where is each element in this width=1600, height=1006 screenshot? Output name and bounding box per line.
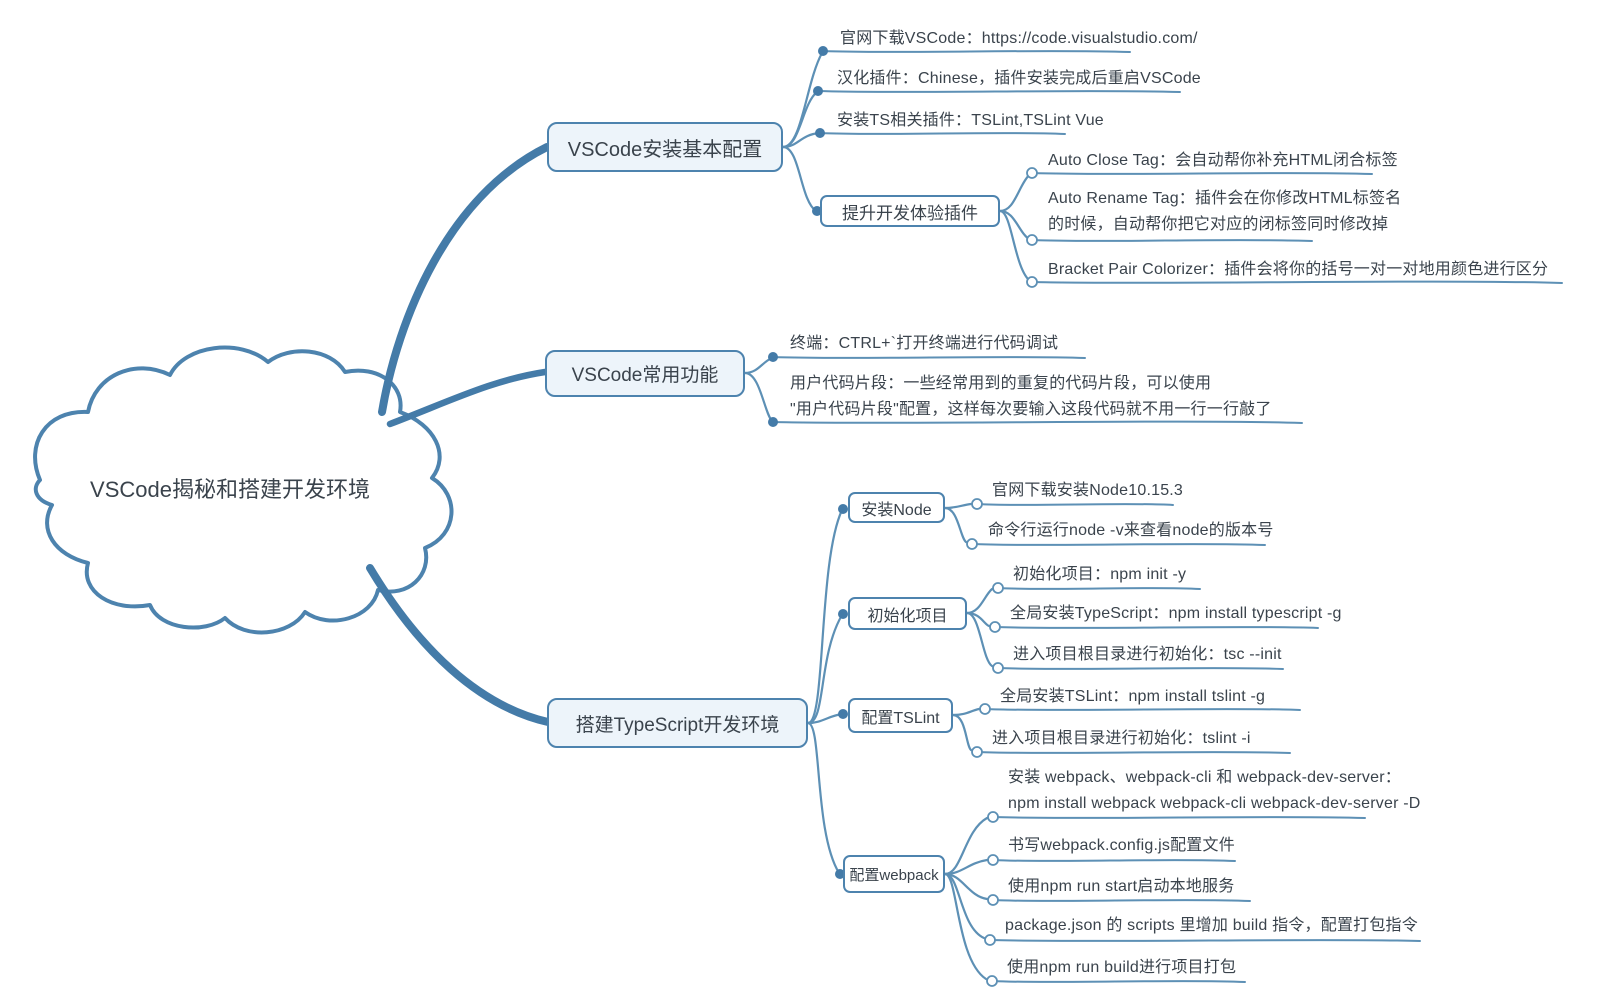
node-init-project[interactable]: 初始化项目 <box>848 597 967 630</box>
topic-ts-plugins[interactable]: 安装TS相关插件：TSLint,TSLint Vue <box>837 112 1104 129</box>
topic-npm-init[interactable]: 初始化项目：npm init -y <box>1013 566 1187 583</box>
topic-download-node[interactable]: 官网下载安装Node10.15.3 <box>992 482 1184 499</box>
node-dev-experience-plugins[interactable]: 提升开发体验插件 <box>820 195 1000 227</box>
topic-node-version[interactable]: 命令行运行node -v来查看node的版本号 <box>988 522 1274 539</box>
leaf-underlines <box>772 50 1563 983</box>
node-install-node[interactable]: 安装Node <box>848 492 945 523</box>
node-dots <box>768 46 848 879</box>
topic-tslint-init[interactable]: 进入项目根目录进行初始化：tslint -i <box>992 730 1251 747</box>
topic-bracket-pair-colorizer[interactable]: Bracket Pair Colorizer：插件会将你的括号一对一对地用颜色进… <box>1048 261 1549 278</box>
topic-npm-run-build[interactable]: 使用npm run build进行项目打包 <box>1007 959 1237 976</box>
topic-build-script[interactable]: package.json 的 scripts 里增加 build 指令，配置打包… <box>1005 917 1418 934</box>
topic-auto-rename-tag[interactable]: Auto Rename Tag：插件会在你修改HTML标签名 的时候，自动帮你把… <box>1048 190 1402 233</box>
node-label: 配置TSLint <box>861 709 940 727</box>
root-cloud <box>33 345 454 635</box>
node-vscode-install-config[interactable]: VSCode安装基本配置 <box>547 122 783 172</box>
node-config-tslint[interactable]: 配置TSLint <box>848 698 953 733</box>
node-label: VSCode常用功能 <box>571 365 719 386</box>
node-label: 安装Node <box>861 501 932 519</box>
topic-user-snippets[interactable]: 用户代码片段：一些经常用到的重复的代码片段，可以使用 "用户代码片段"配置，这样… <box>790 375 1272 418</box>
node-label: 搭建TypeScript开发环境 <box>575 714 780 736</box>
leaf-circles <box>966 167 1038 987</box>
node-vscode-common-features[interactable]: VSCode常用功能 <box>545 350 745 397</box>
node-label: 提升开发体验插件 <box>842 203 978 223</box>
topic-chinese-plugin[interactable]: 汉化插件：Chinese，插件安装完成后重启VSCode <box>837 70 1201 87</box>
node-label: VSCode安装基本配置 <box>567 138 763 161</box>
topic-npm-run-start[interactable]: 使用npm run start启动本地服务 <box>1008 878 1235 895</box>
node-label: 配置webpack <box>849 866 939 884</box>
node-typescript-env[interactable]: 搭建TypeScript开发环境 <box>547 698 808 748</box>
topic-terminal[interactable]: 终端：CTRL+`打开终端进行代码调试 <box>790 335 1059 352</box>
node-config-webpack[interactable]: 配置webpack <box>843 855 945 893</box>
branch-curves <box>366 143 552 726</box>
topic-install-typescript[interactable]: 全局安装TypeScript：npm install typescript -g <box>1010 605 1342 622</box>
topic-webpack-config[interactable]: 书写webpack.config.js配置文件 <box>1008 837 1235 854</box>
topic-install-tslint[interactable]: 全局安装TSLint：npm install tslint -g <box>1000 688 1266 705</box>
root-topic[interactable]: VSCode揭秘和搭建开发环境 <box>90 477 370 502</box>
node-label: 初始化项目 <box>867 607 948 625</box>
topic-install-webpack[interactable]: 安装 webpack、webpack-cli 和 webpack-dev-ser… <box>1008 769 1421 812</box>
topic-tsc-init[interactable]: 进入项目根目录进行初始化：tsc --init <box>1013 646 1282 663</box>
topic-auto-close-tag[interactable]: Auto Close Tag：会自动帮你补充HTML闭合标签 <box>1048 152 1398 169</box>
topic-official-download[interactable]: 官网下载VSCode：https://code.visualstudio.com… <box>840 30 1198 47</box>
